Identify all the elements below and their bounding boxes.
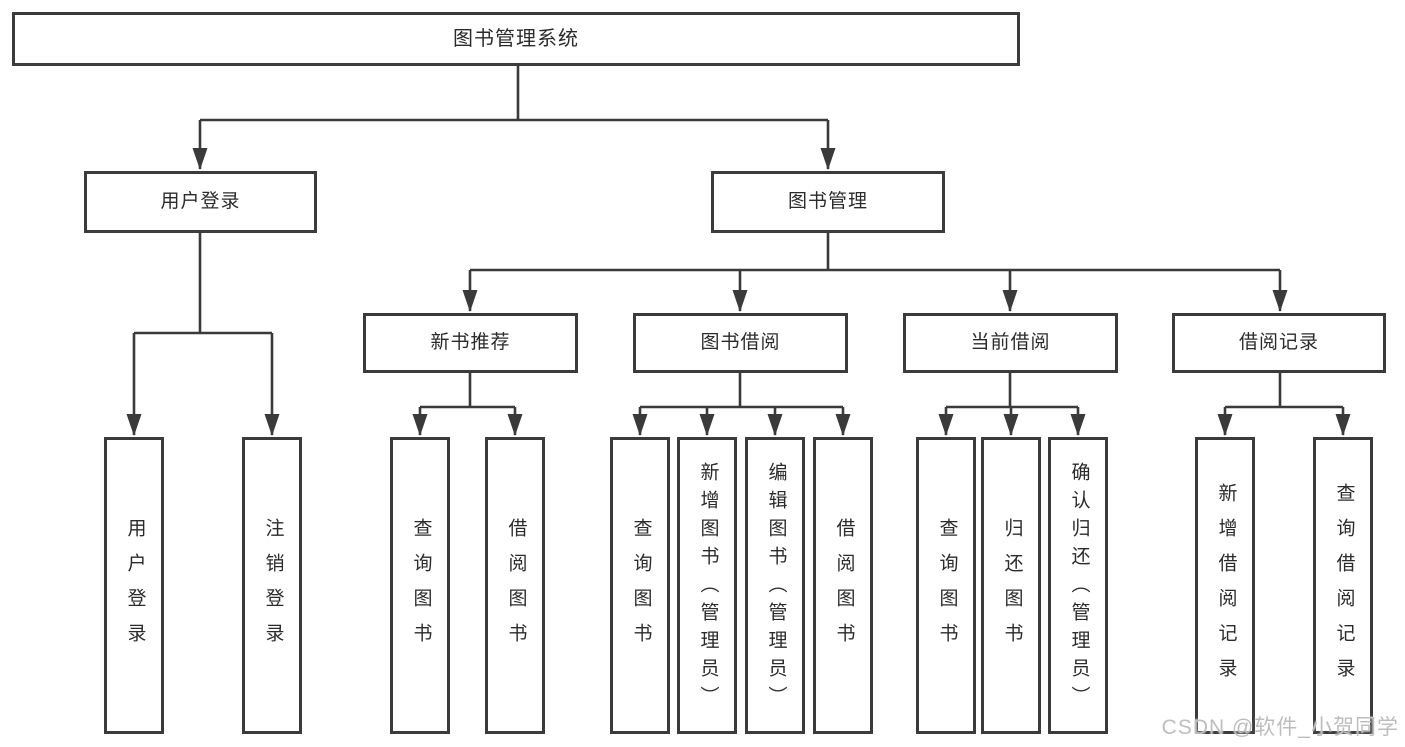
node-leaf-bb-borrow: 借阅图书	[813, 437, 873, 734]
node-leaf-bb-query: 查询图书	[610, 437, 670, 734]
node-user-login: 用户登录	[84, 171, 317, 233]
csdn-watermark: CSDN @软件_小贺同学	[1161, 716, 1399, 739]
node-leaf-nb-query: 查询图书	[390, 437, 450, 734]
node-book-borrow: 图书借阅	[633, 313, 848, 373]
node-leaf-bb-add: 新增图书（管理员）	[677, 437, 737, 734]
node-book-mgmt: 图书管理	[711, 171, 945, 233]
node-new-book-rec: 新书推荐	[363, 313, 578, 373]
node-borrow-record: 借阅记录	[1172, 313, 1386, 373]
node-current-borrow: 当前借阅	[903, 313, 1118, 373]
node-leaf-cb-query: 查询图书	[916, 437, 976, 734]
node-root: 图书管理系统	[12, 12, 1020, 66]
node-leaf-br-query: 查询借阅记录	[1313, 437, 1373, 734]
node-leaf-bb-edit: 编辑图书（管理员）	[745, 437, 805, 734]
node-leaf-br-add: 新增借阅记录	[1195, 437, 1255, 734]
node-leaf-nb-borrow: 借阅图书	[485, 437, 545, 734]
node-leaf-user-login: 用户登录	[104, 437, 164, 734]
node-leaf-logout: 注销登录	[242, 437, 302, 734]
node-leaf-cb-confirm: 确认归还（管理员）	[1048, 437, 1108, 734]
connector-trunk-lines	[134, 66, 1343, 409]
node-leaf-cb-return: 归还图书	[981, 437, 1041, 734]
connector-arrows	[126, 120, 1351, 436]
